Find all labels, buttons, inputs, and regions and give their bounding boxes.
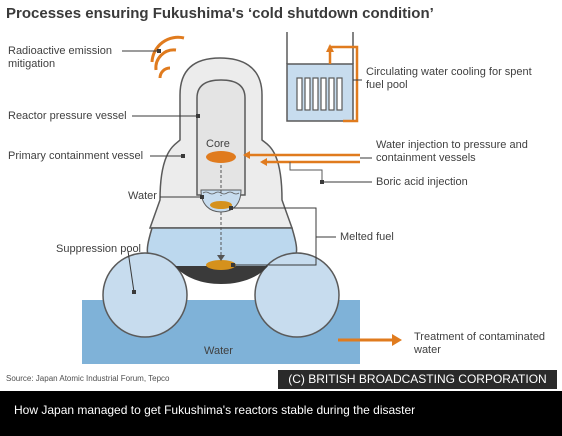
label-water-bottom: Water	[204, 345, 233, 357]
label-treatment-line2: water	[414, 344, 441, 356]
label-reactor-pressure-vessel: Reactor pressure vessel	[8, 110, 127, 122]
core-shape	[206, 151, 236, 163]
label-water-injection-line2: containment vessels	[376, 152, 476, 164]
melted-fuel-bottom	[206, 260, 236, 270]
label-melted-fuel: Melted fuel	[340, 231, 394, 243]
boric-acid-line	[289, 162, 323, 182]
label-radioactive-line1: Radioactive emission	[8, 45, 112, 57]
leader-dots	[132, 49, 324, 294]
label-circulating-line2: fuel pool	[366, 79, 408, 91]
label-radioactive-emission: Radioactive emission mitigation	[8, 45, 112, 71]
caption-bar: How Japan managed to get Fukushima's rea…	[0, 391, 562, 436]
label-suppression-pool: Suppression pool	[56, 243, 142, 255]
fuel-rods	[296, 77, 343, 111]
page-title: Processes ensuring Fukushima's ‘cold shu…	[6, 5, 434, 22]
label-treatment: Treatment of contaminated water	[414, 331, 545, 357]
drip-arrow	[217, 255, 225, 261]
caption-text: How Japan managed to get Fukushima's rea…	[14, 403, 416, 417]
source-note: Source: Japan Atomic Industrial Forum, T…	[6, 374, 170, 383]
pressure-vessel	[196, 79, 246, 196]
leader-lines	[122, 50, 372, 293]
emission-wave-1	[158, 66, 171, 79]
label-water-inner: Water	[128, 190, 157, 202]
label-core: Core	[206, 138, 230, 150]
label-primary-containment-vessel: Primary containment vessel	[8, 150, 144, 162]
cooling-arrow	[326, 44, 334, 52]
melted-fuel-vessel	[210, 201, 232, 209]
label-water-injection-line1: Water injection to pressure and	[376, 139, 528, 151]
emission-wave-3	[150, 35, 185, 63]
label-radioactive-line2: mitigation	[8, 58, 56, 70]
vessel-bottom	[175, 266, 268, 284]
suppression-pool-right	[254, 252, 340, 338]
emission-wave-2	[154, 48, 177, 71]
label-circulating-water: Circulating water cooling for spent fuel…	[366, 66, 532, 92]
label-boric-acid: Boric acid injection	[376, 176, 468, 188]
label-treatment-line1: Treatment of contaminated	[414, 331, 546, 343]
copyright-banner: (C) BRITISH BROADCASTING CORPORATION	[278, 370, 557, 389]
cooling-loop	[328, 45, 359, 123]
treatment-arrow-head	[392, 334, 402, 346]
label-circulating-line1: Circulating water cooling for spent	[366, 66, 532, 78]
label-water-injection: Water injection to pressure and containm…	[376, 139, 528, 165]
suppression-pool-left	[102, 252, 188, 338]
